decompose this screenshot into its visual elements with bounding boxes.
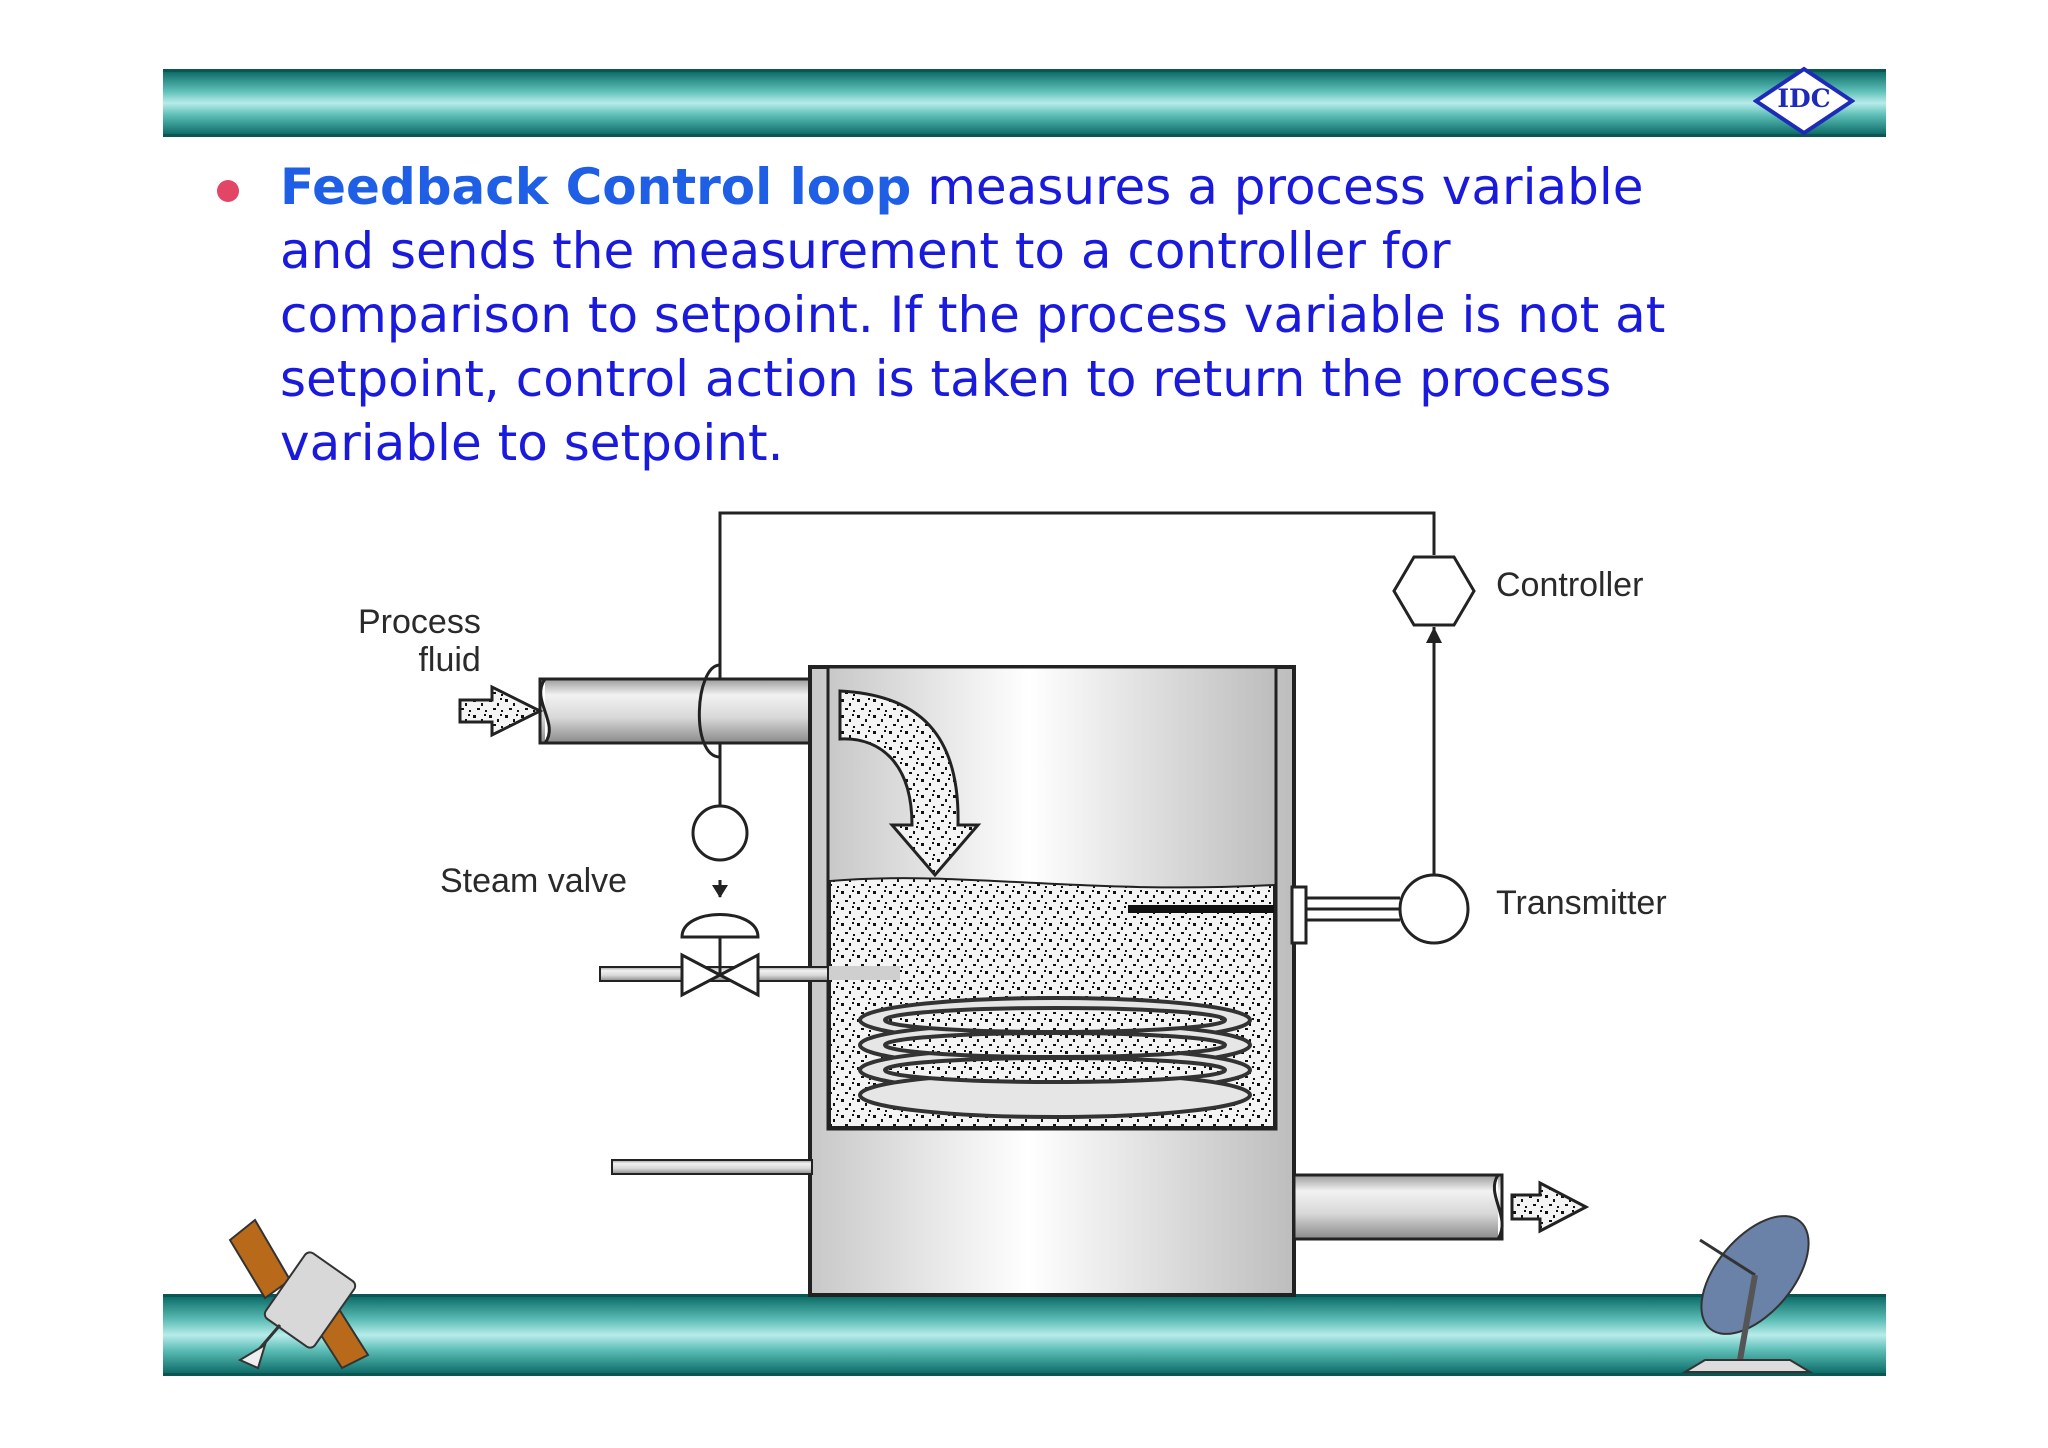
body-text: Feedback Control loop measures a process… [280,155,1840,475]
steam-valve [680,952,760,998]
satellite-dish-icon [1681,1215,1814,1373]
valve-positioner [691,804,749,862]
inlet-flow-arrow [458,684,544,738]
pour-arrow [838,689,982,878]
transmitter-label: Transmitter [1496,884,1667,922]
bullet-point [217,180,239,202]
outlet-flow-arrow [1510,1180,1590,1234]
signal-line [718,511,1436,822]
header-band [163,69,1886,137]
satellite-icon [228,1218,370,1370]
controller-label: Controller [1496,566,1644,604]
transmitter-symbol [1398,873,1470,945]
body-emphasis: Feedback Control loop [280,158,912,216]
process-fluid-label: Process fluid [358,603,481,679]
steam-valve-label: Steam valve [440,862,628,900]
feedback-loop-diagram [458,511,1590,1297]
valve-actuator [680,913,760,939]
controller-symbol [1392,555,1476,627]
idc-logo [1753,66,1855,136]
footer-band [163,1294,1886,1376]
outlet-pipe [1292,1173,1504,1241]
logo-text: IDC [1777,84,1831,113]
body-rest: measures a process variable and sends th… [280,158,1666,472]
heating-coil [620,966,1252,1119]
